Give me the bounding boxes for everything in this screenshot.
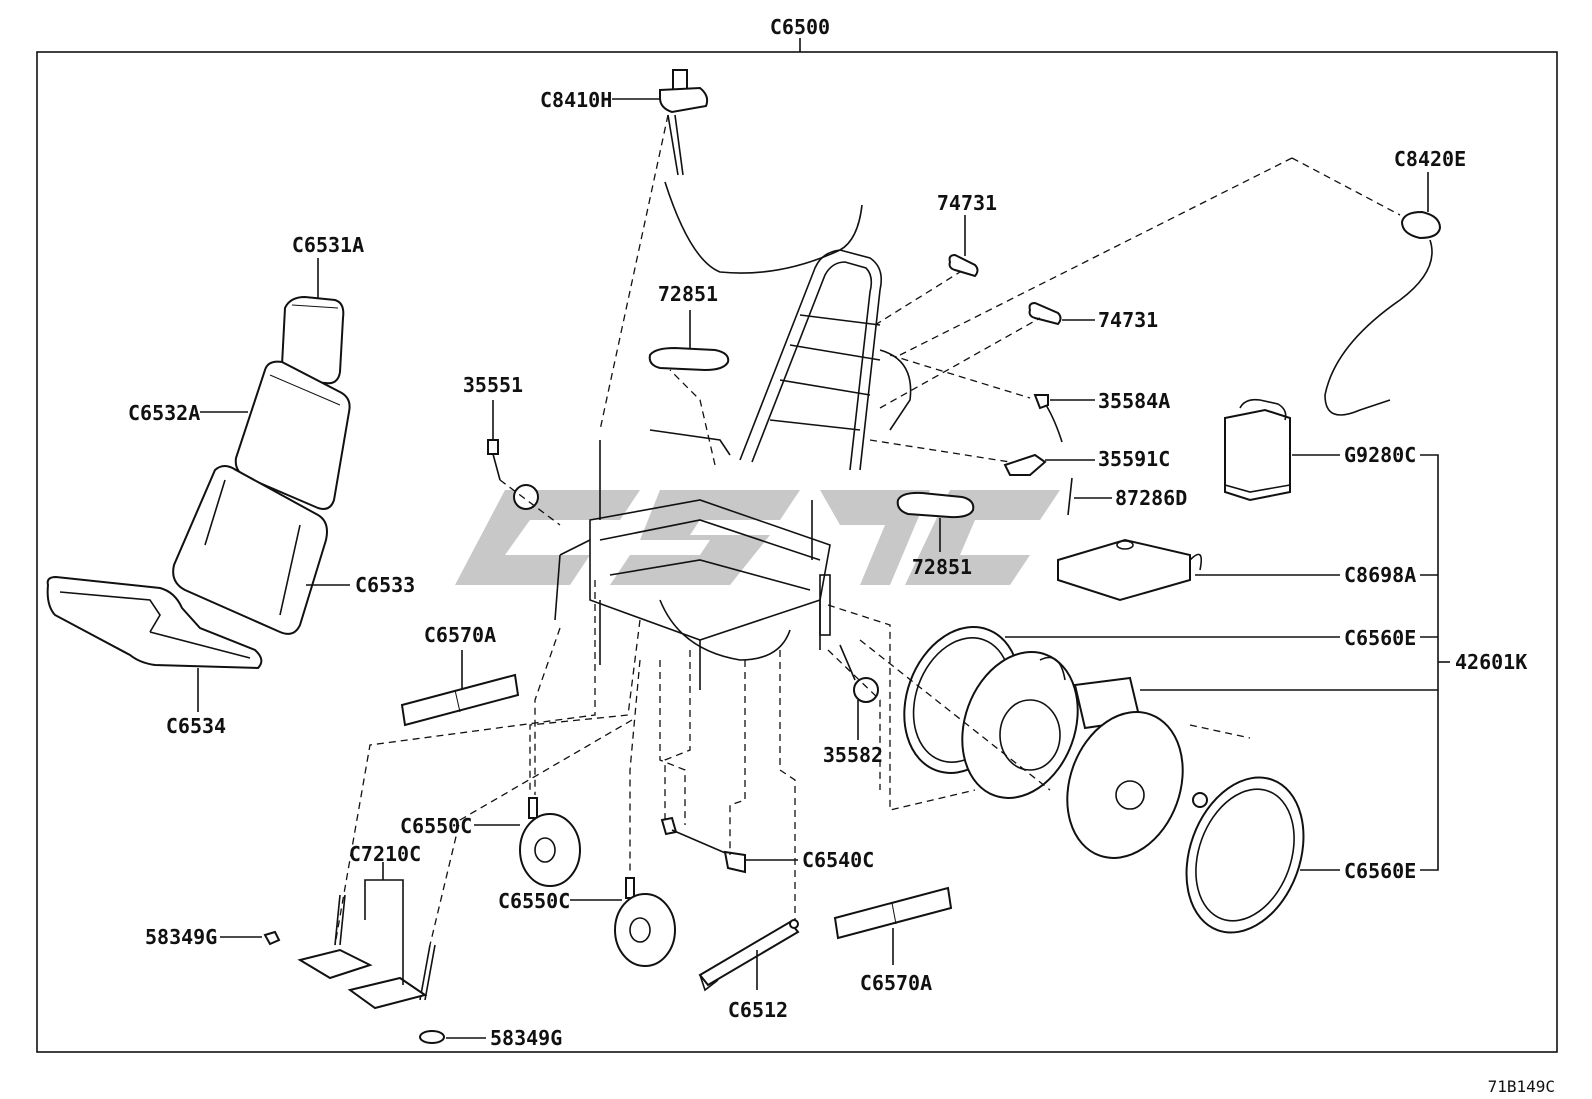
label-c6533[interactable]: C6533 [355,573,415,597]
brake-lever-35584a[interactable] [1033,394,1063,443]
label-c8420e[interactable]: C8420E [1394,147,1466,171]
battery-tray-c8698a[interactable] [1057,538,1203,602]
handle-grip-74731-top[interactable] [948,253,979,278]
label-c6550c-bottom[interactable]: C6550C [498,889,570,913]
label-58349g-left[interactable]: 58349G [145,925,217,949]
armrest-pad-72851-mid[interactable] [896,491,975,519]
seat-cushion-c6534[interactable] [46,575,263,670]
brake-lever-35551[interactable] [487,439,539,510]
footrest-c7210c[interactable] [297,894,436,1010]
label-35591c[interactable]: 35591C [1098,447,1170,471]
bracket-42601k [1140,454,1450,871]
battery-g9280c[interactable] [1224,398,1291,502]
drive-wheel-c6560e-right[interactable] [1048,696,1324,949]
label-c6560e-top[interactable]: C6560E [1344,626,1416,650]
diagram-frame [36,51,1558,1053]
label-c6500[interactable]: C6500 [770,15,830,39]
brake-lever-35582[interactable] [839,644,879,703]
reference-code: 71B149C [1488,1077,1555,1096]
label-c6534[interactable]: C6534 [166,714,226,738]
caster-c6550c-top[interactable] [519,797,581,887]
label-c7210c[interactable]: C7210C [349,842,421,866]
seat-back-cushion-c6533[interactable] [172,465,328,635]
handle-grip-74731-right[interactable] [1028,301,1062,326]
side-guard-c6570a-left[interactable] [400,673,520,727]
cap-58349g-bottom[interactable] [419,1030,445,1044]
label-c6560e-bottom[interactable]: C6560E [1344,859,1416,883]
label-72851-top[interactable]: 72851 [658,282,718,306]
support-bar-c6512[interactable] [698,919,800,992]
label-c6570a-left[interactable]: C6570A [424,623,496,647]
label-35582[interactable]: 35582 [823,743,883,767]
label-c6550c-top[interactable]: C6550C [400,814,472,838]
cap-58349g-left[interactable] [263,930,281,946]
label-74731-top[interactable]: 74731 [937,191,997,215]
label-c6570a-bottom[interactable]: C6570A [860,971,932,995]
bracket-c6540c[interactable] [660,816,746,874]
label-42601k[interactable]: 42601K [1455,650,1527,674]
assembly-lines [334,114,1401,946]
caster-c6550c-bottom[interactable] [614,877,676,967]
label-72851-mid[interactable]: 72851 [912,555,972,579]
label-c6532a[interactable]: C6532A [128,401,200,425]
wheelchair-frame [554,249,912,690]
label-g9280c[interactable]: G9280C [1344,443,1416,467]
label-35551[interactable]: 35551 [463,373,523,397]
joystick-c8410h[interactable] [659,69,863,274]
label-35584a[interactable]: 35584A [1098,389,1170,413]
label-c8410h[interactable]: C8410H [540,88,612,112]
label-58349g-bottom[interactable]: 58349G [490,1026,562,1050]
armrest-pad-72851-top[interactable] [648,346,730,372]
side-guard-c6570a-bottom[interactable] [833,886,953,940]
label-c6540c[interactable]: C6540C [802,848,874,872]
label-74731-right[interactable]: 74731 [1098,308,1158,332]
remote-control-c8420e[interactable] [1324,210,1442,416]
label-c6512[interactable]: C6512 [728,998,788,1022]
brake-part-35591c[interactable] [1003,453,1047,476]
label-87286d[interactable]: 87286D [1115,486,1187,510]
label-c6531a[interactable]: C6531A [292,233,364,257]
label-c8698a[interactable]: C8698A [1344,563,1416,587]
pin-87286d[interactable] [1067,477,1073,516]
